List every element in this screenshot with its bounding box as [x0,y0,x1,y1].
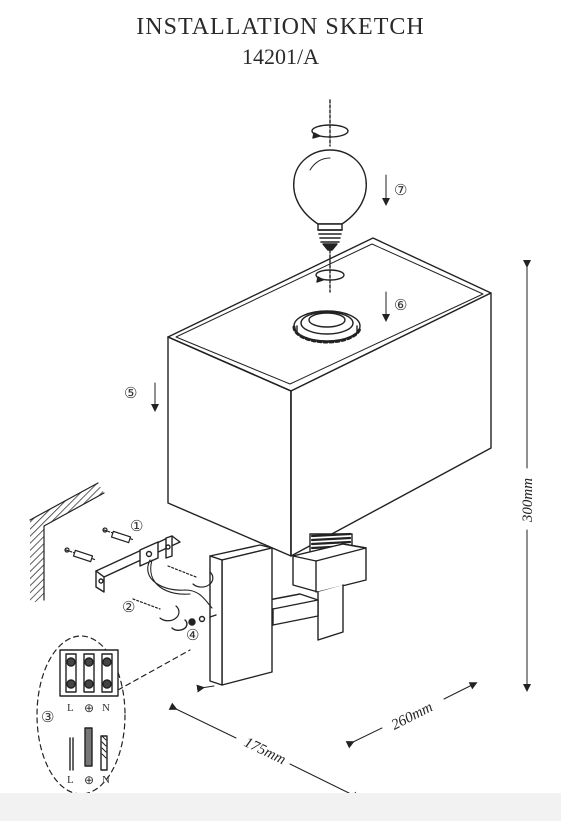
dimension-height: 300mm [520,478,536,523]
dimension-depth: 175mm [241,735,288,769]
dimension-lines [168,260,531,799]
terminal-label-live: L [67,702,74,714]
terminal-label-neutral: N [102,702,110,714]
step-1-label: ① [130,519,143,535]
wire-label-neutral: N [102,774,110,786]
bottom-strip [0,793,561,821]
step-7-label: ⑦ [394,183,407,199]
dimension-width: 260mm [389,699,436,733]
lamp-holder-ring [292,310,362,344]
wire-label-live: L [67,774,74,786]
arm-connector [257,543,367,641]
step-4-label: ④ [186,628,199,644]
wall-corner [29,482,105,603]
step-3-label: ③ [41,710,54,726]
terminal-block-detail [36,635,191,795]
mounting-bracket [95,535,181,593]
fixing-nut [171,614,217,632]
wire-label-earth: ⊕ [84,773,94,787]
power-wire [147,559,213,609]
terminal-label-earth: ⊕ [84,701,94,715]
step-5-label: ⑤ [124,386,137,402]
wall-back-plate [209,544,273,686]
rotate-arrow-lower-icon [315,249,345,293]
rotate-arrow-top-icon [311,99,349,147]
step-2-label: ② [122,600,135,616]
light-bulb [293,149,367,251]
diagram-title: INSTALLATION SKETCH [136,14,425,40]
step-6-label: ⑥ [394,298,407,314]
model-number: 14201/A [242,44,319,69]
wall-anchor-screws [64,527,214,622]
